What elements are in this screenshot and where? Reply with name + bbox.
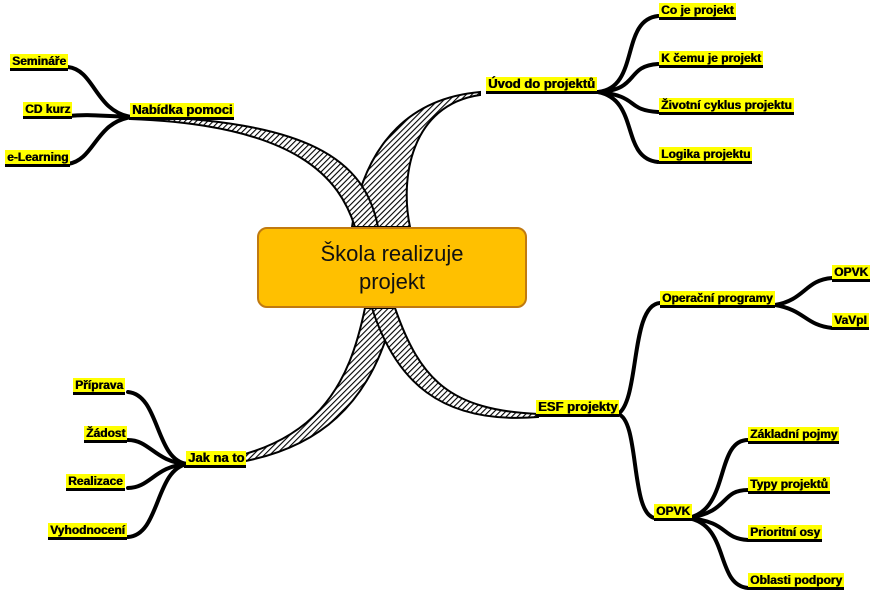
connector-priprava	[126, 390, 189, 466]
central-topic-line1: Škola realizuje	[320, 240, 464, 266]
topic-cd-kurz[interactable]: CD kurz	[23, 102, 73, 119]
connector-k-cemu	[596, 62, 660, 94]
topic-zadost[interactable]: Žádost	[84, 426, 128, 443]
topic-opvk-program[interactable]: OPVK	[832, 265, 870, 282]
connector-logika	[596, 90, 660, 164]
topic-zivotni-cyklus[interactable]: Životní cyklus projektu	[659, 98, 794, 115]
topic-vavpi[interactable]: VaVpI	[832, 313, 869, 330]
connector-cd-kurz	[66, 113, 134, 119]
connector-co-je-projekt	[596, 14, 660, 94]
topic-oblasti-podpory[interactable]: Oblasti podpory	[748, 573, 845, 590]
topic-nabidka-pomoci[interactable]: Nabídka pomoci	[130, 103, 235, 120]
topic-elearning[interactable]: e-Learning	[5, 150, 71, 167]
connector-elearning	[66, 115, 134, 166]
connector-operacni	[616, 301, 662, 416]
connector-seminare	[66, 65, 134, 119]
topic-seminare[interactable]: Semináře	[10, 54, 69, 71]
connector-zivotni-cyklus	[596, 90, 660, 114]
topic-jak-na-to[interactable]: Jak na to	[186, 451, 247, 468]
topic-realizace[interactable]: Realizace	[66, 474, 125, 491]
branch-connector-nabidka	[129, 114, 380, 228]
topic-typy-projektu[interactable]: Typy projektů	[748, 477, 830, 494]
connector-vavpi	[773, 303, 834, 330]
topic-logika-projektu[interactable]: Logika projektu	[659, 147, 753, 164]
connector-vyhodnoceni	[126, 462, 189, 539]
topic-vyhodnoceni[interactable]: Vyhodnocení	[48, 523, 127, 540]
connector-oblasti-podpory	[686, 516, 750, 590]
topic-opvk[interactable]: OPVK	[654, 504, 693, 521]
topic-prioritni-osy[interactable]: Prioritní osy	[748, 525, 823, 542]
branch-connector-uvod	[350, 90, 481, 228]
topic-uvod-do-projektu[interactable]: Úvod do projektů	[486, 77, 597, 94]
branch-connector-esf	[370, 307, 539, 419]
topic-priprava[interactable]: Příprava	[73, 378, 126, 395]
branch-connector-jak	[184, 307, 397, 469]
central-topic-line2: projekt	[358, 268, 426, 294]
connector-opvk	[616, 412, 657, 520]
connector-opvk-op	[773, 276, 834, 307]
topic-zakladni-pojmy[interactable]: Základní pojmy	[748, 427, 840, 444]
topic-operacni-programy[interactable]: Operační programy	[660, 291, 775, 308]
topic-co-je-projekt[interactable]: Co je projekt	[659, 3, 736, 20]
topic-esf-projekty[interactable]: ESF projekty	[536, 400, 620, 417]
topic-k-cemu-je-projekt[interactable]: K čemu je projekt	[659, 51, 764, 68]
connector-zakladni-pojmy	[686, 438, 750, 520]
connector-typy-projektu	[686, 488, 750, 520]
central-topic[interactable]: Škola realizuje projekt	[257, 227, 527, 308]
connector-zadost	[126, 438, 189, 466]
